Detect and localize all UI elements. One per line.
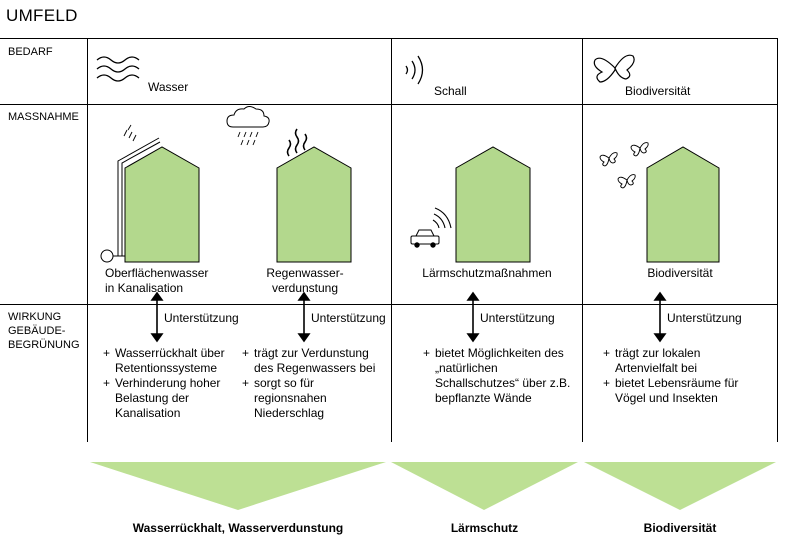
support-label-biodiversitaet: Unterstützung [667, 311, 742, 325]
measure-label-line: in Kanalisation [105, 281, 184, 295]
grid-lines [0, 38, 778, 442]
measure-label-oberflaechenwasser: Oberflächenwasser in Kanalisation [105, 266, 208, 296]
green-building-2 [276, 146, 352, 263]
measure-label-regenwasser: Regenwasser- verdunstung [252, 266, 358, 296]
effect-item: bietet Möglichkeiten des „natürlichen Sc… [423, 346, 573, 406]
need-label-biodiversitaet: Biodiversität [625, 84, 691, 98]
waves-icon [96, 56, 140, 82]
support-label-wasser-b: Unterstützung [311, 311, 386, 325]
steam-icon [286, 128, 308, 157]
page-title: UMFELD [6, 6, 78, 25]
effects-list-biodiversitaet: trägt zur lokalen Artenvielfalt bei biet… [603, 346, 763, 406]
sound-waves-icon [405, 55, 424, 85]
result-label-wasser: Wasserrückhalt, Wasserverdunstung [132, 521, 344, 535]
effect-item: Wasserrückhalt über Retentionssysteme [103, 346, 238, 376]
butterfly-icon [630, 142, 649, 157]
car-icon [410, 207, 452, 248]
row-label-wirkung: WIRKUNG GEBÄUDE- BEGRÜNUNG [8, 310, 80, 352]
butterfly-icon [617, 174, 636, 189]
green-building-3 [455, 146, 531, 263]
measure-label-laermschutz: Lärmschutzmaßnahmen [422, 266, 552, 280]
support-label-schall: Unterstützung [480, 311, 555, 325]
row-label-wirkung-line: BEGRÜNUNG [8, 339, 80, 351]
measure-label-biodiversitaet: Biodiversität [647, 266, 713, 280]
row-label-wirkung-line: GEBÄUDE- [8, 325, 66, 337]
green-building-4 [646, 146, 720, 263]
effect-item: trägt zur lokalen Artenvielfalt bei [603, 346, 763, 376]
measure-label-line: verdunstung [271, 281, 339, 295]
butterfly-icon [599, 152, 618, 167]
effect-item: sorgt so für regionsnahen Niederschlag [242, 376, 382, 421]
need-label-wasser: Wasser [148, 80, 189, 94]
green-building-1 [124, 146, 200, 263]
effects-list-wasser-a: Wasserrückhalt über Retentionssysteme Ve… [103, 346, 238, 421]
result-funnel-biodiversitaet [584, 462, 776, 510]
effect-item: Verhinderung hoher Belastung der Kanalis… [103, 376, 238, 421]
measure-label-line: Regenwasser- [266, 266, 344, 280]
rain-icon [123, 124, 137, 142]
pipe-icon [100, 137, 161, 263]
cloud-rain-icon [226, 106, 270, 146]
effects-list-wasser-b: trägt zur Verdunstung des Regenwassers b… [242, 346, 382, 421]
row-label-massnahme: MASSNAHME [8, 111, 79, 123]
support-label-wasser-a: Unterstützung [164, 311, 239, 325]
row-label-bedarf: BEDARF [8, 46, 53, 58]
effect-item: bietet Lebensräume für Vögel und Insekte… [603, 376, 763, 406]
effect-item: trägt zur Verdunstung des Regenwassers b… [242, 346, 382, 376]
support-arrows [150, 291, 667, 343]
butterfly-icon [593, 54, 635, 83]
result-label-schall: Lärmschutz [450, 521, 519, 535]
measure-label-line: Oberflächenwasser [105, 266, 209, 280]
result-funnel-wasser [90, 462, 386, 510]
effects-list-schall: bietet Möglichkeiten des „natürlichen Sc… [423, 346, 573, 406]
result-label-biodiversitaet: Biodiversität [643, 521, 717, 535]
row-label-wirkung-line: WIRKUNG [8, 311, 62, 323]
result-funnel-schall [391, 462, 578, 510]
need-label-schall: Schall [434, 84, 467, 98]
